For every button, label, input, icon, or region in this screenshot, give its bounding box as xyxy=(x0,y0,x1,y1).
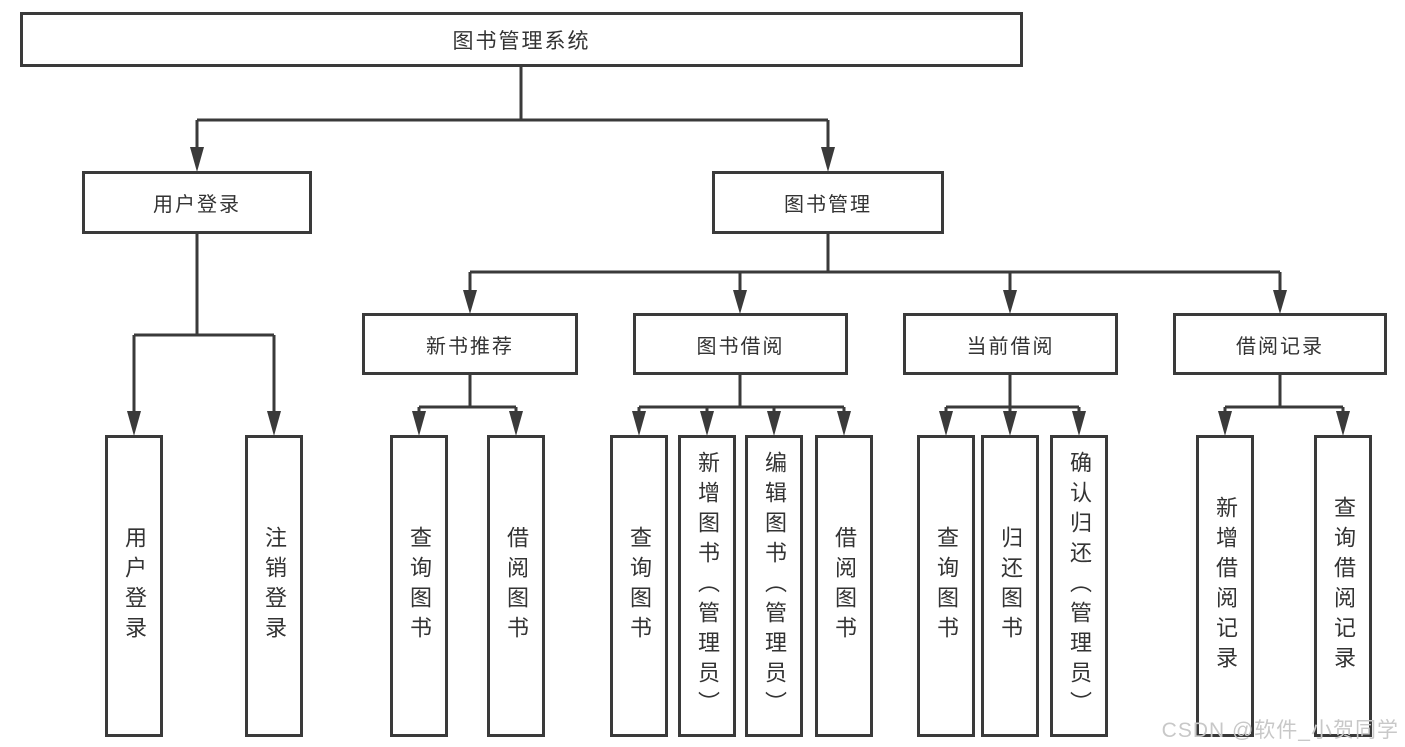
node-new-book-recommend: 新书推荐 xyxy=(362,313,578,375)
leaf-borrow-books-recommend: 借阅图书 xyxy=(487,435,545,737)
node-book-borrow: 图书借阅 xyxy=(633,313,848,375)
leaf-query-books-borrow-label: 查询图书 xyxy=(627,526,652,646)
node-user-login: 用户登录 xyxy=(82,171,312,234)
node-root: 图书管理系统 xyxy=(20,12,1023,67)
leaf-borrow-books-label: 借阅图书 xyxy=(832,526,857,646)
leaf-add-borrow-record: 新增借阅记录 xyxy=(1196,435,1254,737)
leaf-return-book-label: 归还图书 xyxy=(998,526,1023,646)
leaf-query-books-borrow: 查询图书 xyxy=(610,435,668,737)
leaf-add-book-admin-label: 新增图书（管理员） xyxy=(695,451,720,721)
leaf-add-borrow-record-label: 新增借阅记录 xyxy=(1213,496,1238,676)
leaf-edit-book-admin: 编辑图书（管理员） xyxy=(745,435,803,737)
node-borrow-records: 借阅记录 xyxy=(1173,313,1387,375)
csdn-watermark: CSDN @软件_小贺同学 xyxy=(1161,719,1399,742)
leaf-query-books-current: 查询图书 xyxy=(917,435,975,737)
node-book-management: 图书管理 xyxy=(712,171,944,234)
leaf-query-borrow-record-label: 查询借阅记录 xyxy=(1331,496,1356,676)
leaf-confirm-return-admin: 确认归还（管理员） xyxy=(1050,435,1108,737)
leaf-confirm-return-admin-label: 确认归还（管理员） xyxy=(1067,451,1092,721)
leaf-user-login: 用户登录 xyxy=(105,435,163,737)
leaf-return-book: 归还图书 xyxy=(981,435,1039,737)
leaf-query-borrow-record: 查询借阅记录 xyxy=(1314,435,1372,737)
leaf-user-login-label: 用户登录 xyxy=(122,526,147,646)
leaf-query-books-recommend: 查询图书 xyxy=(390,435,448,737)
leaf-add-book-admin: 新增图书（管理员） xyxy=(678,435,736,737)
leaf-edit-book-admin-label: 编辑图书（管理员） xyxy=(762,451,787,721)
node-current-borrow: 当前借阅 xyxy=(903,313,1118,375)
leaf-logout-label: 注销登录 xyxy=(262,526,287,646)
leaf-query-books-current-label: 查询图书 xyxy=(934,526,959,646)
leaf-logout: 注销登录 xyxy=(245,435,303,737)
leaf-query-books-recommend-label: 查询图书 xyxy=(407,526,432,646)
leaf-borrow-books: 借阅图书 xyxy=(815,435,873,737)
leaf-borrow-books-recommend-label: 借阅图书 xyxy=(504,526,529,646)
